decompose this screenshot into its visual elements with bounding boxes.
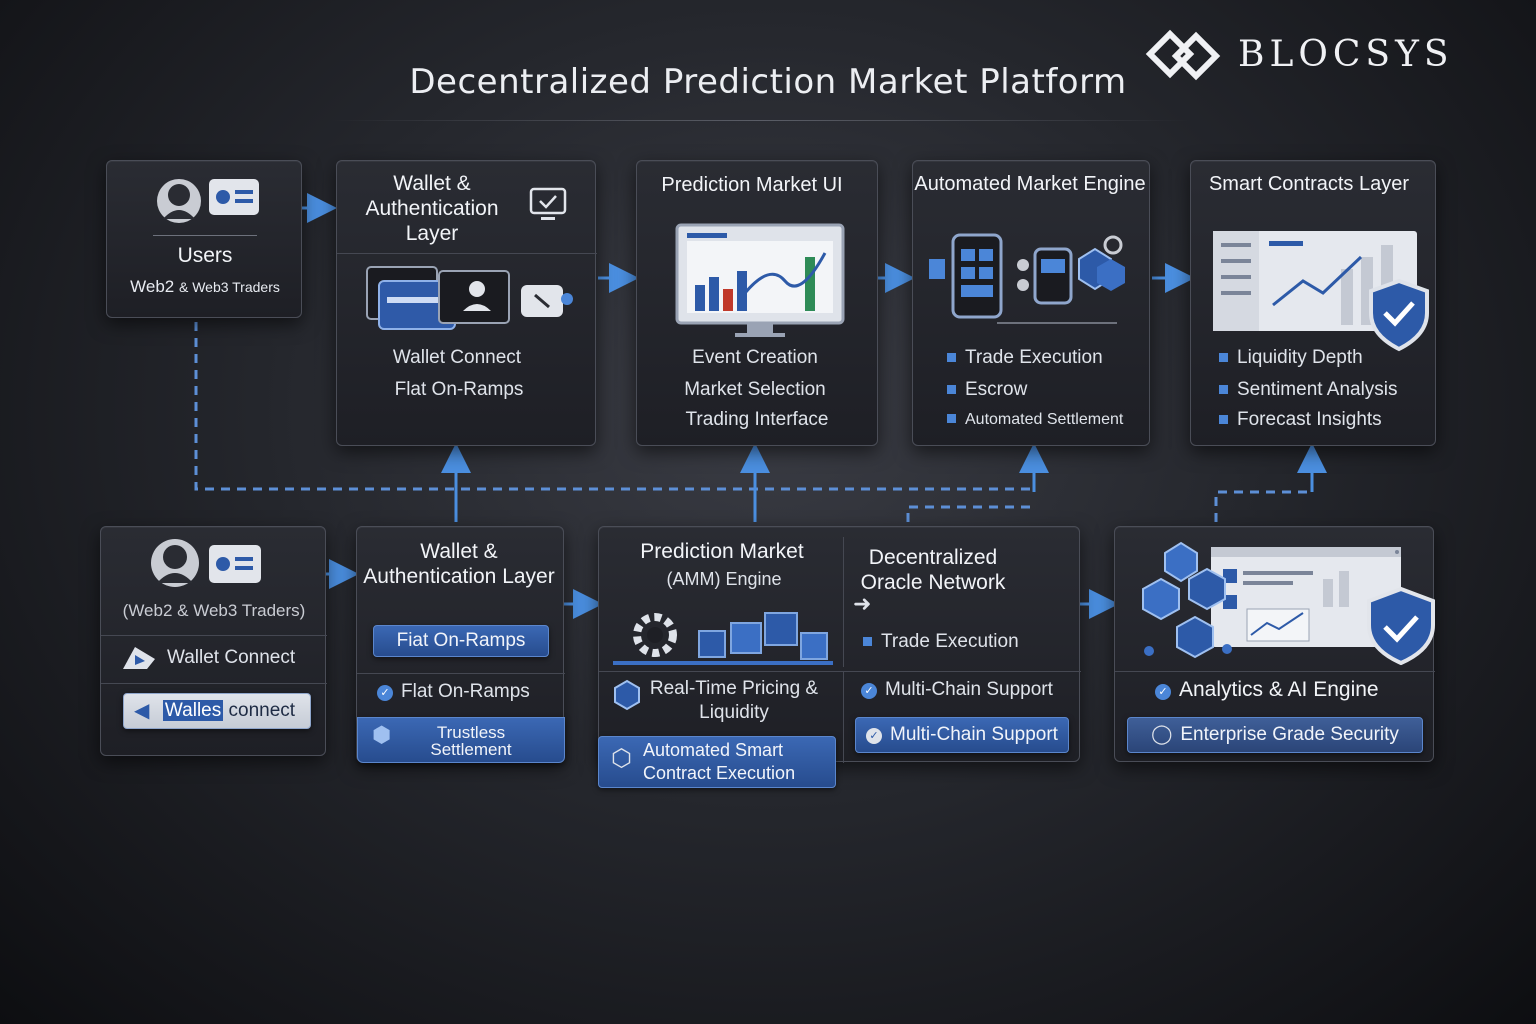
gear-blocks-icon <box>613 612 833 665</box>
engine-devices-icon <box>929 233 1125 324</box>
check-icon: ✓ <box>866 728 883 744</box>
title-divider <box>330 120 1190 121</box>
enterprise-security-label: Enterprise Grade Security <box>1180 724 1399 745</box>
automated-smart-contract-button[interactable]: ⬡ Automated Smart Contract Execution <box>598 736 836 788</box>
smart-contracts-item-1: Liquidity Depth <box>1219 347 1363 369</box>
wallet-auth-bottom-item: ✓ Flat On-Ramps <box>377 681 530 703</box>
oracle-item-1: Trade Execution <box>863 631 1019 653</box>
logo-text: BLOCSYS <box>1238 34 1454 75</box>
wallet-auth-bottom-card: Wallet & Authentication Layer Fiat On-Ra… <box>356 526 565 763</box>
analytics-blocks-shield-icon <box>1142 541 1435 666</box>
trustless-settlement-button[interactable]: ⬢ Trustless Settlement <box>357 717 565 763</box>
analytics-title: ✓ Analytics & AI Engine <box>1155 677 1379 702</box>
wallet-auth-card: Wallet & Authentication Layer Wallet Con… <box>336 160 597 446</box>
dashboard-monitor-icon <box>675 223 845 337</box>
users-subtitle-main: Web2 <box>130 277 175 296</box>
users-bottom-subtitle: (Web2 & Web3 Traders) <box>122 601 306 620</box>
enterprise-security-button[interactable]: ◯ Enterprise Grade Security <box>1127 717 1423 753</box>
multi-chain-support-label: Multi-Chain Support <box>890 724 1058 745</box>
engine-item: Real-Time Pricing & Liquidity <box>649 678 819 723</box>
walletconnect-logo-part-b: connect <box>228 700 296 721</box>
prediction-ui-card: Prediction Market UI Event Creation Mark… <box>636 160 878 446</box>
blockchain-icon <box>614 679 640 711</box>
walletconnect-logo-part-a: Walles <box>162 700 224 721</box>
shield-icon: ⬡ <box>611 745 632 772</box>
users-bottom-wallet-connect[interactable]: Wallet Connect <box>167 647 296 668</box>
users-title: Users <box>177 244 233 267</box>
oracle-item-2: ✓ Multi-Chain Support <box>861 679 1053 701</box>
wallet-play-icon <box>123 647 155 669</box>
fiat-on-ramps-button[interactable]: Fiat On-Ramps <box>373 625 549 657</box>
users-subtitle: Web2 & Web3 Traders <box>107 277 303 297</box>
amm-item-3: Automated Settlement <box>947 411 1123 429</box>
amm-title: Automated Market Engine <box>914 173 1146 195</box>
analytics-shield-icon <box>1213 231 1429 352</box>
amm-item-1: Trade Execution <box>947 347 1103 369</box>
check-icon: ✓ <box>861 683 877 699</box>
interlocked-diamond-icon <box>1145 29 1221 81</box>
users-card: Users Web2 & Web3 Traders <box>106 160 302 318</box>
devices-icon <box>366 266 573 330</box>
users-subtitle-rest: & Web3 Traders <box>178 279 280 295</box>
amm-item-2: Escrow <box>947 379 1027 401</box>
prediction-ui-item-3: Trading Interface <box>685 409 829 430</box>
walletconnect-logo-button[interactable]: ◀ Walles connect <box>123 693 311 729</box>
monitor-check-icon <box>529 187 567 220</box>
engine-oracle-card: Prediction Market (AMM) Engine Decentral… <box>598 526 1081 763</box>
wallet-auth-title: Wallet & Authentication Layer <box>365 172 499 245</box>
smart-contracts-item-2: Sentiment Analysis <box>1219 379 1398 401</box>
check-icon: ✓ <box>377 685 393 701</box>
analytics-title-text: Analytics & AI Engine <box>1179 678 1379 701</box>
wallet-auth-bottom-item-text: Flat On-Ramps <box>401 681 530 702</box>
arrow-right-icon: ➜ <box>853 591 872 616</box>
smart-contracts-title: Smart Contracts Layer <box>1208 173 1410 195</box>
trustless-settlement-label: Trustless Settlement <box>430 723 512 759</box>
check-icon: ✓ <box>1155 684 1171 700</box>
walletconnect-icon: ◀ <box>134 700 150 722</box>
multi-chain-support-button[interactable]: ✓ Multi-Chain Support <box>855 717 1069 753</box>
prediction-ui-title: Prediction Market UI <box>661 174 843 196</box>
blocsys-logo: BLOCSYS <box>1145 29 1449 81</box>
automated-smart-contract-label: Automated Smart Contract Execution <box>643 740 796 783</box>
prediction-ui-item-1: Event Creation <box>692 347 818 368</box>
prediction-ui-item-2: Market Selection <box>684 379 826 400</box>
smart-contracts-item-3: Forecast Insights <box>1219 409 1382 431</box>
wallet-auth-item-1: Wallet Connect <box>392 347 522 368</box>
user-id-icon <box>157 179 259 223</box>
oracle-title: Decentralized Oracle Network <box>860 546 1006 594</box>
analytics-card: ✓ Analytics & AI Engine ◯ Enterprise Grade… <box>1114 526 1435 762</box>
amm-card: Automated Market Engine Trade Execution … <box>912 160 1150 446</box>
wallet-auth-item-2: Flat On-Ramps <box>394 379 524 400</box>
users-bottom-card: (Web2 & Web3 Traders) Wallet Connect ◀ W… <box>100 526 327 756</box>
user-id-icon <box>151 539 261 587</box>
shield-icon: ⬢ <box>372 722 392 747</box>
oracle-item-2-text: Multi-Chain Support <box>885 679 1053 700</box>
page-title: Decentralized Prediction Market Platform <box>409 62 1127 102</box>
engine-title: Prediction Market <box>640 540 804 563</box>
engine-subtitle: (AMM) Engine <box>666 569 782 589</box>
wallet-auth-bottom-title: Wallet & Authentication Layer <box>363 540 555 588</box>
smart-contracts-card: Smart Contracts Layer Liquidity Depth Se… <box>1190 160 1436 446</box>
shield-check-icon: ◯ <box>1151 724 1173 745</box>
